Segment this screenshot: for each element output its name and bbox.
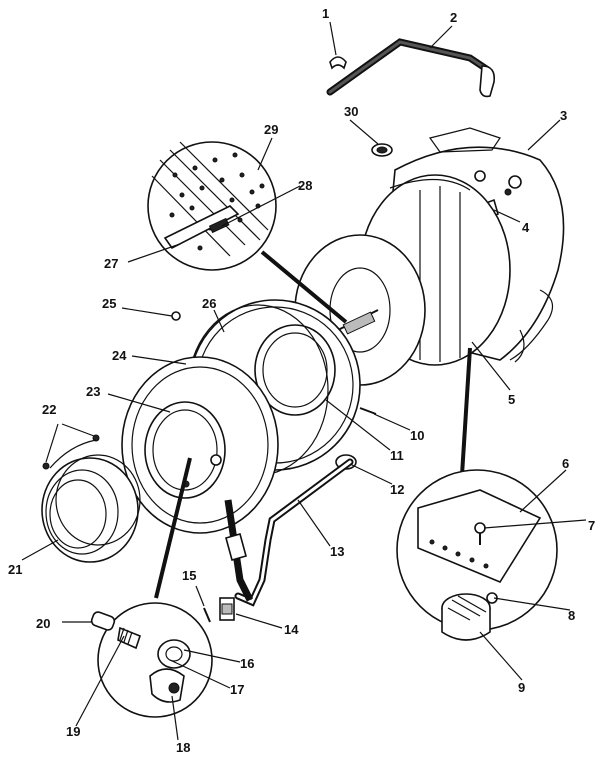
part-22-clamps <box>42 423 100 470</box>
callout-5: 5 <box>508 392 515 407</box>
callout-2: 2 <box>450 10 457 25</box>
leader-detail-top <box>260 250 348 324</box>
callout-18: 18 <box>176 740 190 755</box>
leader-detail-lower <box>154 457 192 599</box>
callout-27: 27 <box>104 256 118 271</box>
part-30-cap <box>371 143 393 157</box>
callout-30: 30 <box>344 104 358 119</box>
callout-20: 20 <box>36 616 50 631</box>
part-2-hose <box>326 38 496 98</box>
callout-15: 15 <box>182 568 196 583</box>
callout-21: 21 <box>8 562 22 577</box>
callout-11: 11 <box>390 448 404 463</box>
part-23-front-panel <box>121 356 279 534</box>
callout-13: 13 <box>330 544 344 559</box>
callout-22: 22 <box>42 402 56 417</box>
callout-24: 24 <box>112 348 127 363</box>
part-25-screw <box>171 311 181 321</box>
part-13-hose <box>234 458 354 607</box>
callout-6: 6 <box>562 456 569 471</box>
callout-9: 9 <box>518 680 525 695</box>
callout-4: 4 <box>522 220 530 235</box>
callout-14: 14 <box>284 622 299 637</box>
callout-19: 19 <box>66 724 80 739</box>
leader-detail-right <box>460 347 472 476</box>
detail-circle-door-lock <box>90 602 213 718</box>
detail-circle-baffle <box>147 141 277 271</box>
callout-12: 12 <box>390 482 404 497</box>
callout-29: 29 <box>264 122 278 137</box>
part-14-clamp <box>219 597 235 621</box>
part-hose-lower <box>224 499 254 602</box>
part-15-screw <box>203 607 211 623</box>
callout-labels: 1 2 3 4 5 6 7 8 9 10 11 12 13 14 15 16 1… <box>8 6 595 755</box>
callout-8: 8 <box>568 608 575 623</box>
callout-1: 1 <box>322 6 329 21</box>
detail-circle-filter <box>396 469 558 641</box>
part-1-clip <box>329 56 347 70</box>
part-10-screw <box>359 407 377 415</box>
callout-10: 10 <box>410 428 424 443</box>
callout-16: 16 <box>240 656 254 671</box>
callout-23: 23 <box>86 384 100 399</box>
part-21-door-seal <box>41 454 141 563</box>
callout-17: 17 <box>230 682 244 697</box>
callout-25: 25 <box>102 296 116 311</box>
leader-lines <box>21 21 587 741</box>
callout-7: 7 <box>588 518 595 533</box>
callout-3: 3 <box>560 108 567 123</box>
callout-28: 28 <box>298 178 312 193</box>
callout-26: 26 <box>202 296 216 311</box>
